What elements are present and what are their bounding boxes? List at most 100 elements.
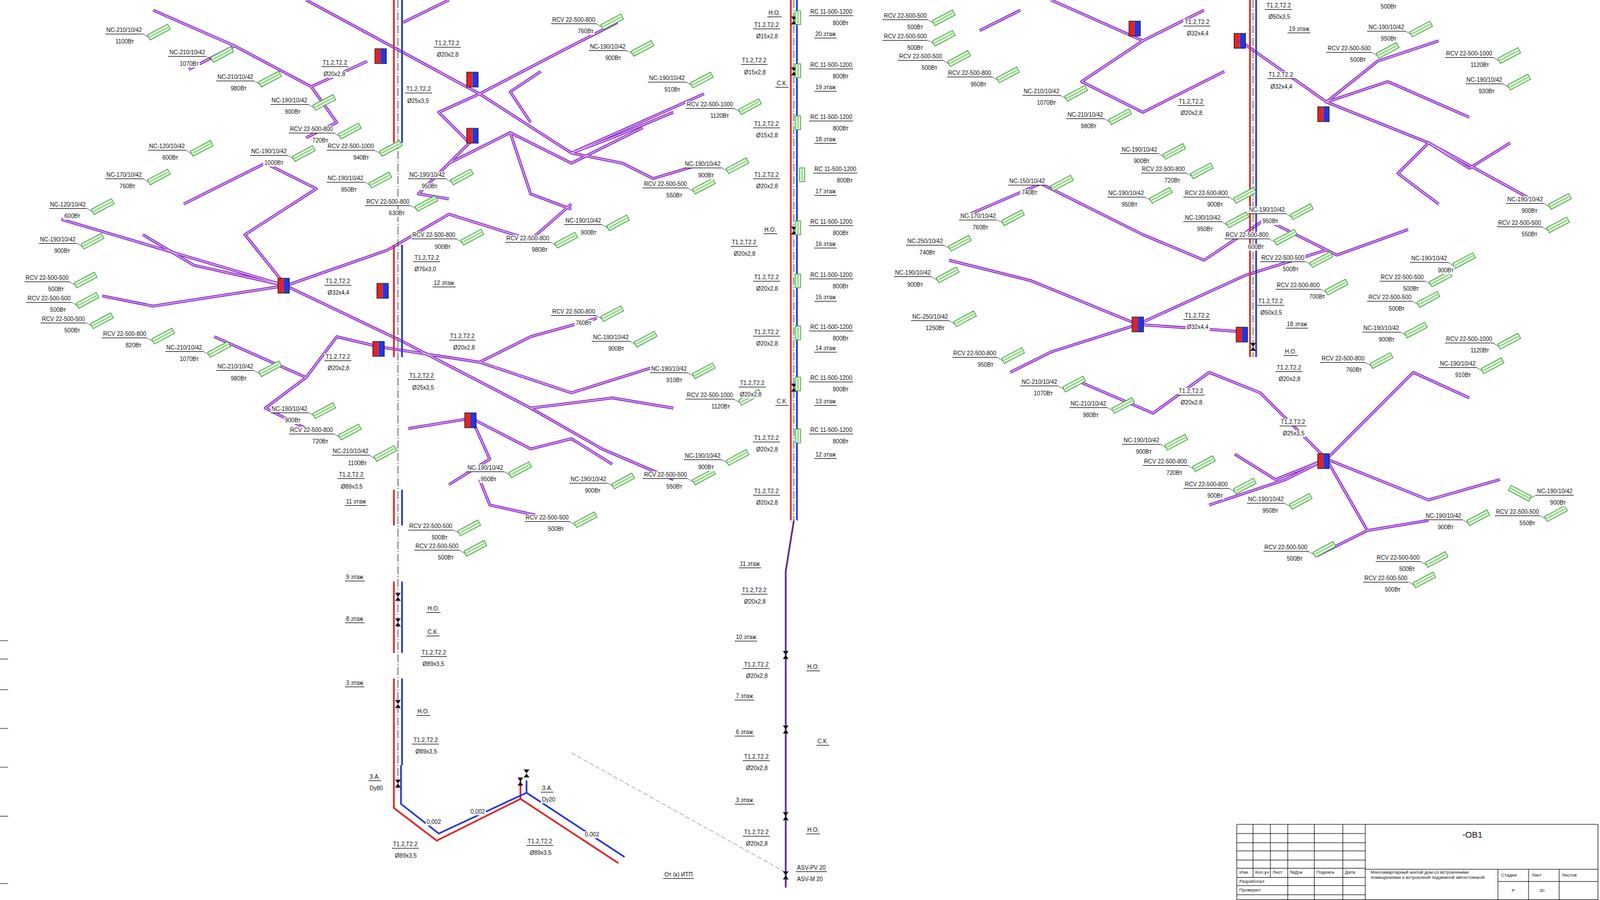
pipe: [1137, 324, 1240, 332]
pipe-core: [143, 234, 287, 286]
pipe-label: T1.2,T2.2: [391, 841, 419, 849]
pipe: [214, 336, 380, 378]
title-cell: Проверил: [1238, 887, 1262, 894]
manifold: [374, 48, 387, 64]
value-label: 760Вт: [118, 183, 137, 190]
radiator-symbol: [364, 172, 392, 189]
radiator-symbol: [596, 305, 624, 322]
title-block-line: [1236, 885, 1366, 886]
radiator-label: NC-190/10/42: [591, 334, 630, 342]
value-label: Ø89x3,5: [393, 852, 418, 860]
radiator-label: NC-250/10/42: [911, 313, 949, 322]
pipe: [1081, 372, 1470, 460]
radiator-label: RCV 22-500-500: [642, 180, 688, 189]
pipe-label: T1.2,T2.2: [753, 274, 780, 282]
radiator-label: NC-190/10/42: [250, 148, 288, 156]
radiator-symbol: [453, 520, 481, 537]
radiator-symbol: [185, 140, 214, 157]
value-label: 500Вт: [1285, 555, 1305, 563]
pipe-label: 19 этаж: [814, 84, 838, 92]
radiator-label: NC-190/10/42: [1535, 488, 1574, 496]
pipe-label: От (к) ИТП: [663, 871, 694, 879]
radiator-label: NC-150/10/42: [1008, 177, 1047, 186]
pipe-label: T1.2,T2.2: [742, 829, 770, 837]
title-block-line: [1236, 894, 1366, 895]
value-label: Ø32x4,4: [1185, 30, 1210, 38]
radiator-label: NC-190/10/42: [1438, 360, 1477, 368]
value-label: Ø15x2,8: [755, 33, 780, 41]
pipe-core: [471, 418, 613, 465]
radiator-symbol: [1371, 42, 1400, 59]
radiator-label: NC-210/10/42: [1020, 378, 1059, 387]
radiator-symbol: [1408, 572, 1436, 589]
pipe-label: T1.2,T2.2: [741, 587, 768, 595]
pipe-label: 3 этаж: [734, 797, 755, 805]
value-label: 940Вт: [351, 154, 371, 162]
pipe-label: T1.2,T2.2: [753, 120, 780, 129]
radiator-label: NC-190/10/42: [408, 171, 446, 180]
pipe-core: [101, 285, 286, 307]
radiator-label: NC-190/10/42: [1410, 255, 1448, 263]
value-label: Ø32x4,4: [326, 289, 351, 297]
value-label: Ø20x2,8: [452, 344, 477, 352]
pipe-core: [1081, 40, 1225, 113]
radiator-label: RC 11-500-1200: [809, 8, 854, 17]
radiator-label: RC 11-500-1200: [809, 426, 854, 435]
title-block-line: [1342, 824, 1344, 900]
value-label: Ø20x2,8: [755, 183, 780, 190]
radiator-label: RCV 22-500-800: [1224, 231, 1270, 240]
pipe: [402, 0, 449, 23]
pipe-label: Н.О.: [763, 226, 778, 235]
riser-pipe: [397, 0, 399, 791]
radiator-label: RCV 22-500-1000: [326, 143, 376, 151]
pipe: [1316, 458, 1368, 556]
pipe-core: [449, 127, 644, 164]
value-label: 720Вт: [1165, 469, 1184, 477]
radiator-label: NC-210/10/42: [1066, 111, 1104, 120]
manifolds: [278, 21, 1330, 469]
pipe-label: 16 этаж: [814, 240, 838, 249]
manifold: [466, 72, 479, 87]
edge-tick: [0, 883, 9, 885]
value-label: 760Вт: [1344, 366, 1364, 374]
pipe-label: 6 этаж: [734, 729, 755, 737]
radiator-symbol: [795, 377, 801, 391]
radiator-label: NC-190/10/42: [1506, 196, 1544, 204]
pipe-core: [479, 362, 653, 393]
edge-tick: [0, 728, 9, 730]
value-label: 930Вт: [1477, 88, 1496, 95]
radiator-symbol: [504, 461, 532, 478]
pipe-label: T1.2,T2.2: [1275, 364, 1303, 372]
radiator-label: NC-190/10/42: [1367, 24, 1405, 32]
title-cell: Подпись: [1315, 869, 1336, 876]
value-label: 1250Вт: [924, 325, 946, 332]
value-label: 500Вт: [547, 525, 566, 533]
value-label: 900Вт: [1436, 267, 1456, 275]
value-label: 1120Вт: [709, 112, 730, 120]
pipe-label: T1.2,T2.2: [742, 661, 770, 669]
value-label: 900Вт: [1549, 499, 1568, 507]
title-cell: Разработал: [1238, 878, 1266, 885]
radiator-label: NC-210/10/42: [331, 448, 370, 456]
pipe-label: 10 этаж: [734, 634, 758, 642]
radiator-label: RCV 22-500-500: [408, 523, 454, 531]
value-label: Dy80: [368, 785, 384, 792]
value-label: Ø32x4,4: [1269, 83, 1294, 91]
pipe-label: 11 этаж: [345, 498, 368, 506]
radiator-symbol: [369, 445, 398, 462]
radiator-symbol: [721, 157, 750, 174]
pipe: [1326, 458, 1500, 500]
pipe: [510, 132, 572, 210]
radiator-label: NC-190/10/42: [683, 452, 722, 461]
radiator-symbol: [1420, 551, 1449, 568]
pipe-label: T1.2,T2.2: [433, 40, 461, 48]
pipe-label: 9 этаж: [345, 573, 365, 582]
radiator-symbol: [374, 140, 403, 157]
radiator-symbol: [1365, 352, 1393, 369]
title-text: Многоквартирный жилой дом со встроенными…: [1369, 869, 1499, 881]
pipe-core: [1326, 40, 1439, 102]
value-label: 1120Вт: [710, 403, 731, 411]
value-label: 720Вт: [1163, 177, 1182, 185]
radiator-symbol: [71, 292, 99, 309]
